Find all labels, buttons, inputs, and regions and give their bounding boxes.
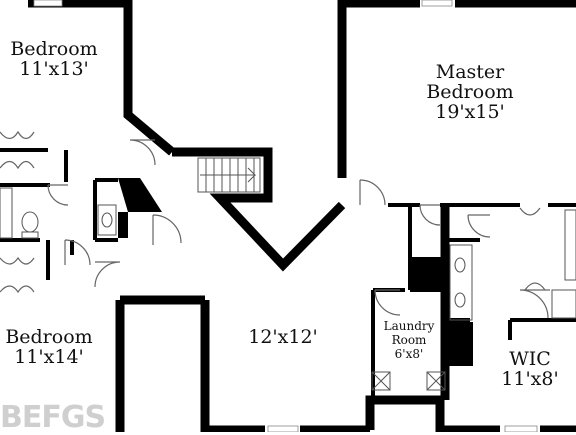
door-bedroom-top [129,139,156,166]
chases [118,178,473,366]
room-name: Bedroom [5,326,93,348]
washer-x [371,371,391,391]
wall-bedroom-top-right [123,0,175,156]
door-closet [152,214,182,245]
bifold-left-bottom [0,256,35,294]
sink-master-1 [454,257,466,273]
window-bottom-center [267,425,299,432]
stair-arrow [200,167,257,183]
wall-closet-left [93,178,118,242]
room-size: 6'x8' [394,346,424,361]
vanity-master [449,244,473,321]
shower-master [551,289,576,319]
chase-bottom-right [447,322,473,366]
windows [33,0,538,432]
stair-box [197,157,261,193]
tub-master [564,209,576,281]
wall-stair-v [172,147,346,272]
room-size: 12'x12' [248,326,318,348]
wall-master-bath [408,205,576,340]
wall-corridor-lower [115,295,210,432]
sink-left [101,212,113,228]
window-bottom-right [504,425,538,432]
room-label-laundry: Laundry Room 6'x8' [374,319,444,361]
interior-walls [0,148,576,400]
chase-left [118,178,162,238]
door-left-bath [64,239,91,266]
wall-bottom [205,395,576,432]
sink-master-2 [454,292,466,308]
wall-left-bath [0,148,74,280]
room-size: 11'x14' [14,345,84,368]
doors [0,130,550,319]
door-bedroom-bottom [94,261,121,288]
bifold-master [519,207,546,291]
room-label-wic: WIC 11'x8' [490,348,570,390]
stairs [197,157,261,193]
window-top-left [33,0,63,7]
toilet-left [21,211,39,233]
dryer [426,371,446,391]
bifold-left-top [0,130,35,170]
door-bath-vanity [47,184,69,206]
room-name-line2: Bedroom [426,80,514,103]
room-name: Bedroom [10,38,98,60]
room-label-bedroom-top-left: Bedroom 11'x13' [0,38,114,80]
door-wic [519,289,550,319]
window-master-top [421,0,453,7]
room-label-center: 12'x12' [238,326,328,348]
fixtures [0,187,576,391]
room-name: WIC [509,348,551,370]
room-size: 11'x8' [501,367,559,390]
room-name-line1: Master [435,61,505,83]
room-label-bedroom-bottom-left: Bedroom 11'x14' [0,326,110,368]
door-laundry [374,289,401,316]
room-label-master-bedroom: Master Bedroom 19'x15' [405,61,535,123]
vanity-left [97,204,117,236]
dryer-x [426,371,446,391]
washer [371,371,391,391]
room-size: 19'x15' [435,100,505,123]
room-name-line1: Laundry [383,319,435,333]
room-size: 11'x13' [19,57,89,80]
bathtub-left [0,187,13,239]
door-master-bath [419,204,441,226]
door-master [359,179,386,206]
door-master-bath2 [467,214,491,238]
room-name-line2: Room [391,332,427,347]
watermark: BEFGS [0,400,106,435]
chase-top-right [408,257,446,290]
toilet-tank-left [21,231,39,239]
